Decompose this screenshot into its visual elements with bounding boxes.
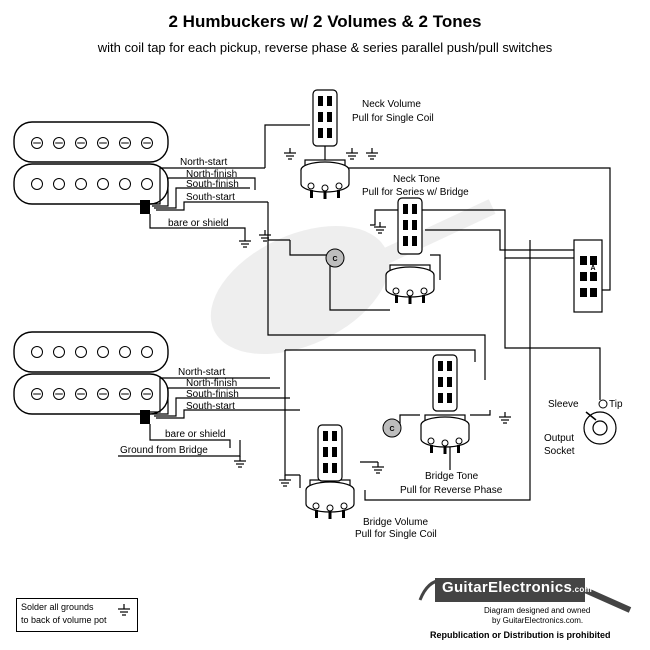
- neck-wire-labels: North-start North-finish South-finish So…: [168, 157, 239, 229]
- bridge-north-start: North-start: [178, 367, 225, 378]
- solder-note: Solder all grounds to back of volume pot: [16, 598, 138, 632]
- svg-text:C: C: [332, 256, 337, 263]
- neck-tone-label-2: Pull for Series w/ Bridge: [362, 187, 469, 198]
- terminal-strip: A: [573, 239, 603, 313]
- bridge-volume-label-1: Bridge Volume: [363, 517, 428, 528]
- ground-from-bridge-label: Ground from Bridge: [120, 445, 208, 456]
- bridge-tone-capacitor: C: [382, 418, 402, 438]
- guitarelectronics-logo: [418, 578, 632, 613]
- neck-south-finish: South-finish: [186, 179, 239, 190]
- neck-humbucker: [13, 121, 169, 214]
- jack-tip-label: Tip: [609, 399, 623, 410]
- neck-tone-capacitor: C: [325, 248, 345, 268]
- neck-volume-label-1: Neck Volume: [362, 99, 421, 110]
- bridge-volume-label-2: Pull for Single Coil: [355, 529, 437, 540]
- neck-tone-pot: Neck Tone Pull for Series w/ Bridge: [362, 174, 469, 305]
- bridge-tone-pot: Bridge Tone Pull for Reverse Phase: [400, 354, 503, 496]
- bridge-north-finish: North-finish: [186, 378, 237, 389]
- neck-tone-label-1: Neck Tone: [393, 174, 441, 185]
- bridge-tone-label-2: Pull for Reverse Phase: [400, 485, 503, 496]
- bridge-humbucker: [13, 331, 169, 424]
- logo-credit-2: by GuitarElectronics.com.: [492, 616, 584, 625]
- jack-output-label: Output: [544, 433, 574, 444]
- diagram-title: 2 Humbuckers w/ 2 Volumes & 2 Tones: [168, 12, 482, 31]
- svg-text:A: A: [590, 265, 595, 272]
- svg-text:C: C: [389, 426, 394, 433]
- solder-note-line2: to back of volume pot: [21, 615, 107, 625]
- solder-note-line1: Solder all grounds: [21, 602, 94, 612]
- bridge-wire-labels: North-start North-finish South-finish So…: [120, 367, 239, 456]
- neck-volume-pot: Neck Volume Pull for Single Coil: [300, 89, 434, 200]
- jack-sleeve-label: Sleeve: [548, 399, 579, 410]
- interconnect-wires: [267, 132, 611, 501]
- logo-credit-1: Diagram designed and owned: [484, 606, 591, 615]
- neck-volume-label-2: Pull for Single Coil: [352, 113, 434, 124]
- diagram-subtitle: with coil tap for each pickup, reverse p…: [97, 40, 553, 55]
- logo-notice: Republication or Distribution is prohibi…: [430, 630, 611, 640]
- neck-south-start: South-start: [186, 192, 235, 203]
- watermark-guitar: [210, 199, 496, 355]
- logo-brand: GuitarElectronics: [442, 579, 573, 596]
- bridge-tone-label-1: Bridge Tone: [425, 471, 479, 482]
- logo-suffix: .com: [572, 585, 593, 594]
- output-socket: Sleeve Tip Output Socket: [544, 399, 623, 457]
- neck-north-start: North-start: [180, 157, 227, 168]
- jack-socket-label: Socket: [544, 446, 575, 457]
- neck-bare-shield: bare or shield: [168, 218, 229, 229]
- bridge-volume-pot: Bridge Volume Pull for Single Coil: [305, 424, 437, 540]
- bridge-south-finish: South-finish: [186, 389, 239, 400]
- bridge-south-start: South-start: [186, 401, 235, 412]
- neck-north-finish: North-finish: [186, 169, 237, 180]
- bridge-bare-shield: bare or shield: [165, 429, 226, 440]
